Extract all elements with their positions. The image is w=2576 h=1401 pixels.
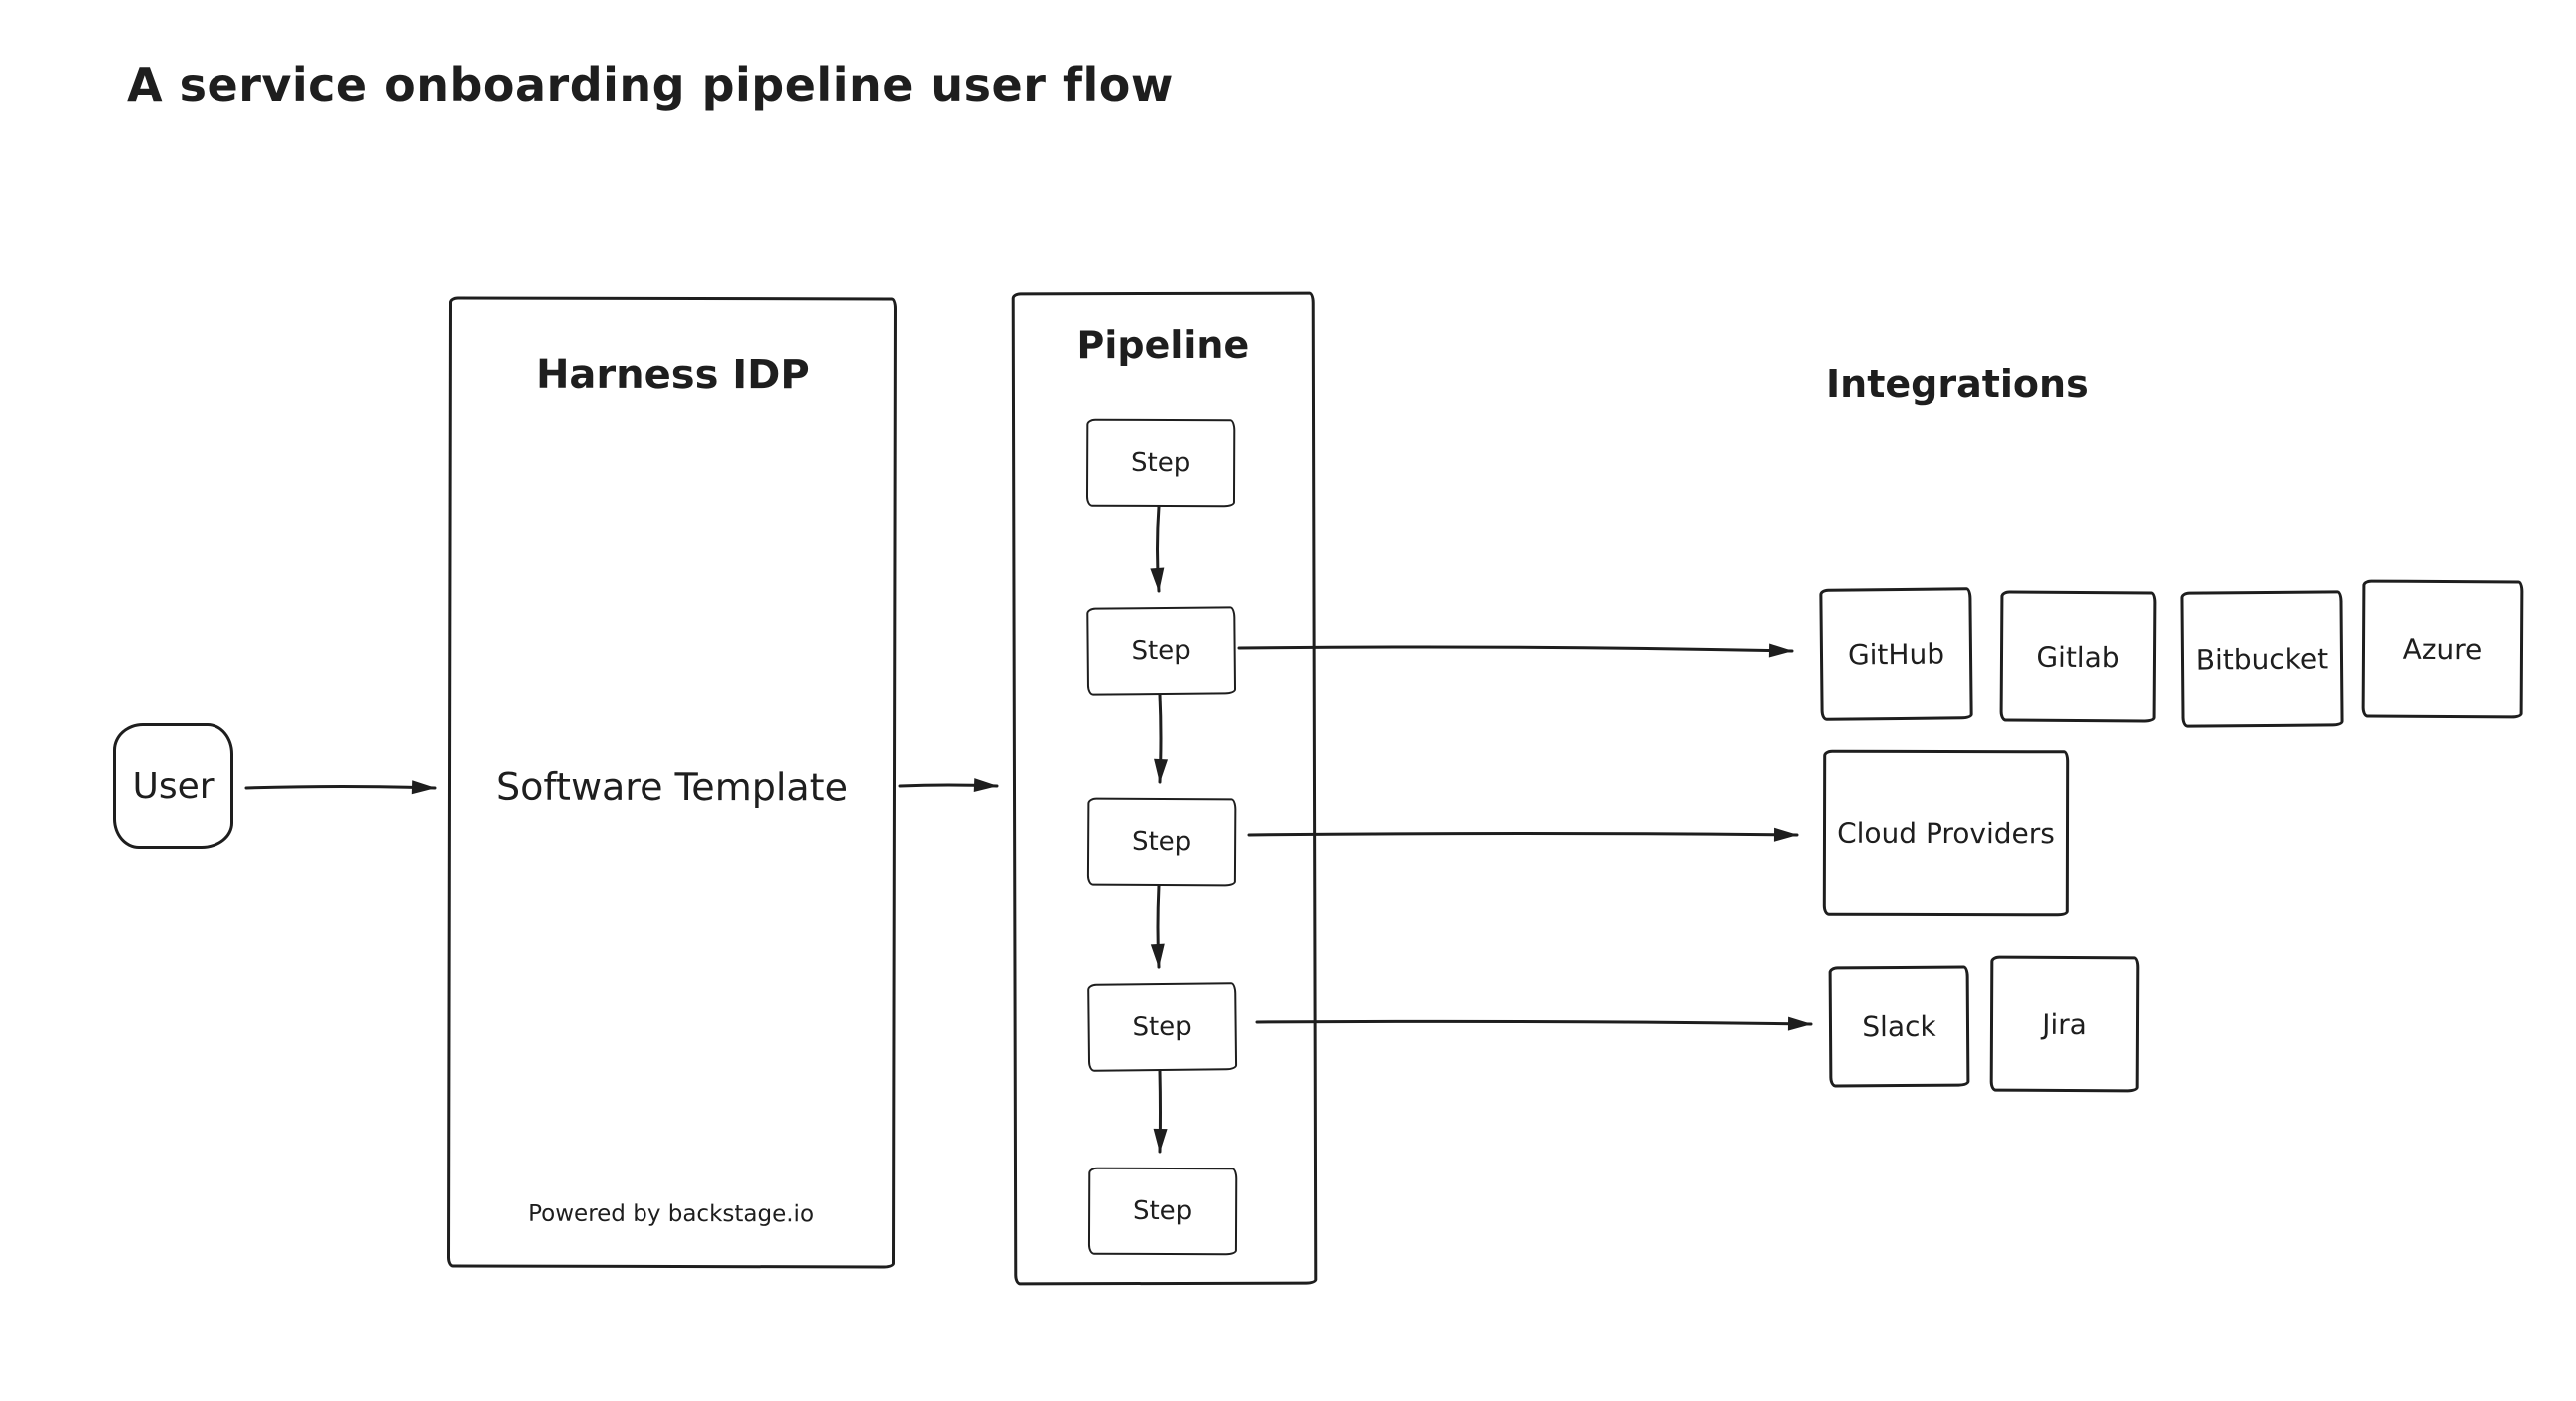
step-label: Step	[1132, 1195, 1193, 1227]
integration-gitlab: Gitlab	[1999, 590, 2157, 723]
arrow-step4-to-slack	[1255, 1016, 1813, 1031]
integrations-title: Integrations	[1826, 362, 2089, 406]
pipeline-title: Pipeline	[1076, 322, 1250, 368]
harness-idp-container: Harness IDP Software Template Powered by…	[446, 296, 898, 1269]
cloud-providers-label: Cloud Providers	[1837, 816, 2055, 850]
jira-label: Jira	[2042, 1007, 2087, 1041]
slack-label: Slack	[1862, 1009, 1936, 1044]
integration-github: GitHub	[1819, 587, 1973, 721]
github-label: GitHub	[1847, 637, 1945, 672]
step-label: Step	[1131, 826, 1192, 858]
pipeline-step-3: Step	[1086, 797, 1237, 887]
bitbucket-label: Bitbucket	[2195, 642, 2329, 677]
pipeline-step-2: Step	[1086, 606, 1237, 696]
integration-jira: Jira	[1989, 955, 2140, 1093]
harness-idp-title: Harness IDP	[535, 351, 810, 399]
software-template-label: Software Template	[495, 764, 849, 810]
step-label: Step	[1132, 1011, 1192, 1043]
arrow-template-to-pipeline	[898, 778, 999, 793]
pipeline-step-1: Step	[1085, 418, 1236, 508]
arrow-user-to-template	[244, 780, 437, 795]
user-node: User	[113, 723, 233, 849]
arrow-step3-to-cloud-providers	[1247, 827, 1799, 842]
azure-label: Azure	[2402, 632, 2483, 667]
integration-slack: Slack	[1828, 965, 1970, 1088]
gitlab-label: Gitlab	[2036, 640, 2120, 674]
step-label: Step	[1130, 447, 1191, 479]
pipeline-step-4: Step	[1087, 982, 1238, 1072]
pipeline-step-5: Step	[1087, 1167, 1238, 1256]
user-label: User	[132, 765, 215, 807]
arrow-step2-to-github	[1237, 643, 1794, 658]
integration-azure: Azure	[2361, 579, 2524, 719]
diagram-title: A service onboarding pipeline user flow	[127, 58, 1174, 112]
integration-cloud-providers: Cloud Providers	[1822, 749, 2070, 917]
integration-bitbucket: Bitbucket	[2180, 590, 2344, 728]
backstage-footer-label: Powered by backstage.io	[528, 1200, 815, 1228]
pipeline-container: Pipeline Step Step Step Step Step	[1011, 291, 1318, 1286]
step-label: Step	[1131, 635, 1191, 667]
